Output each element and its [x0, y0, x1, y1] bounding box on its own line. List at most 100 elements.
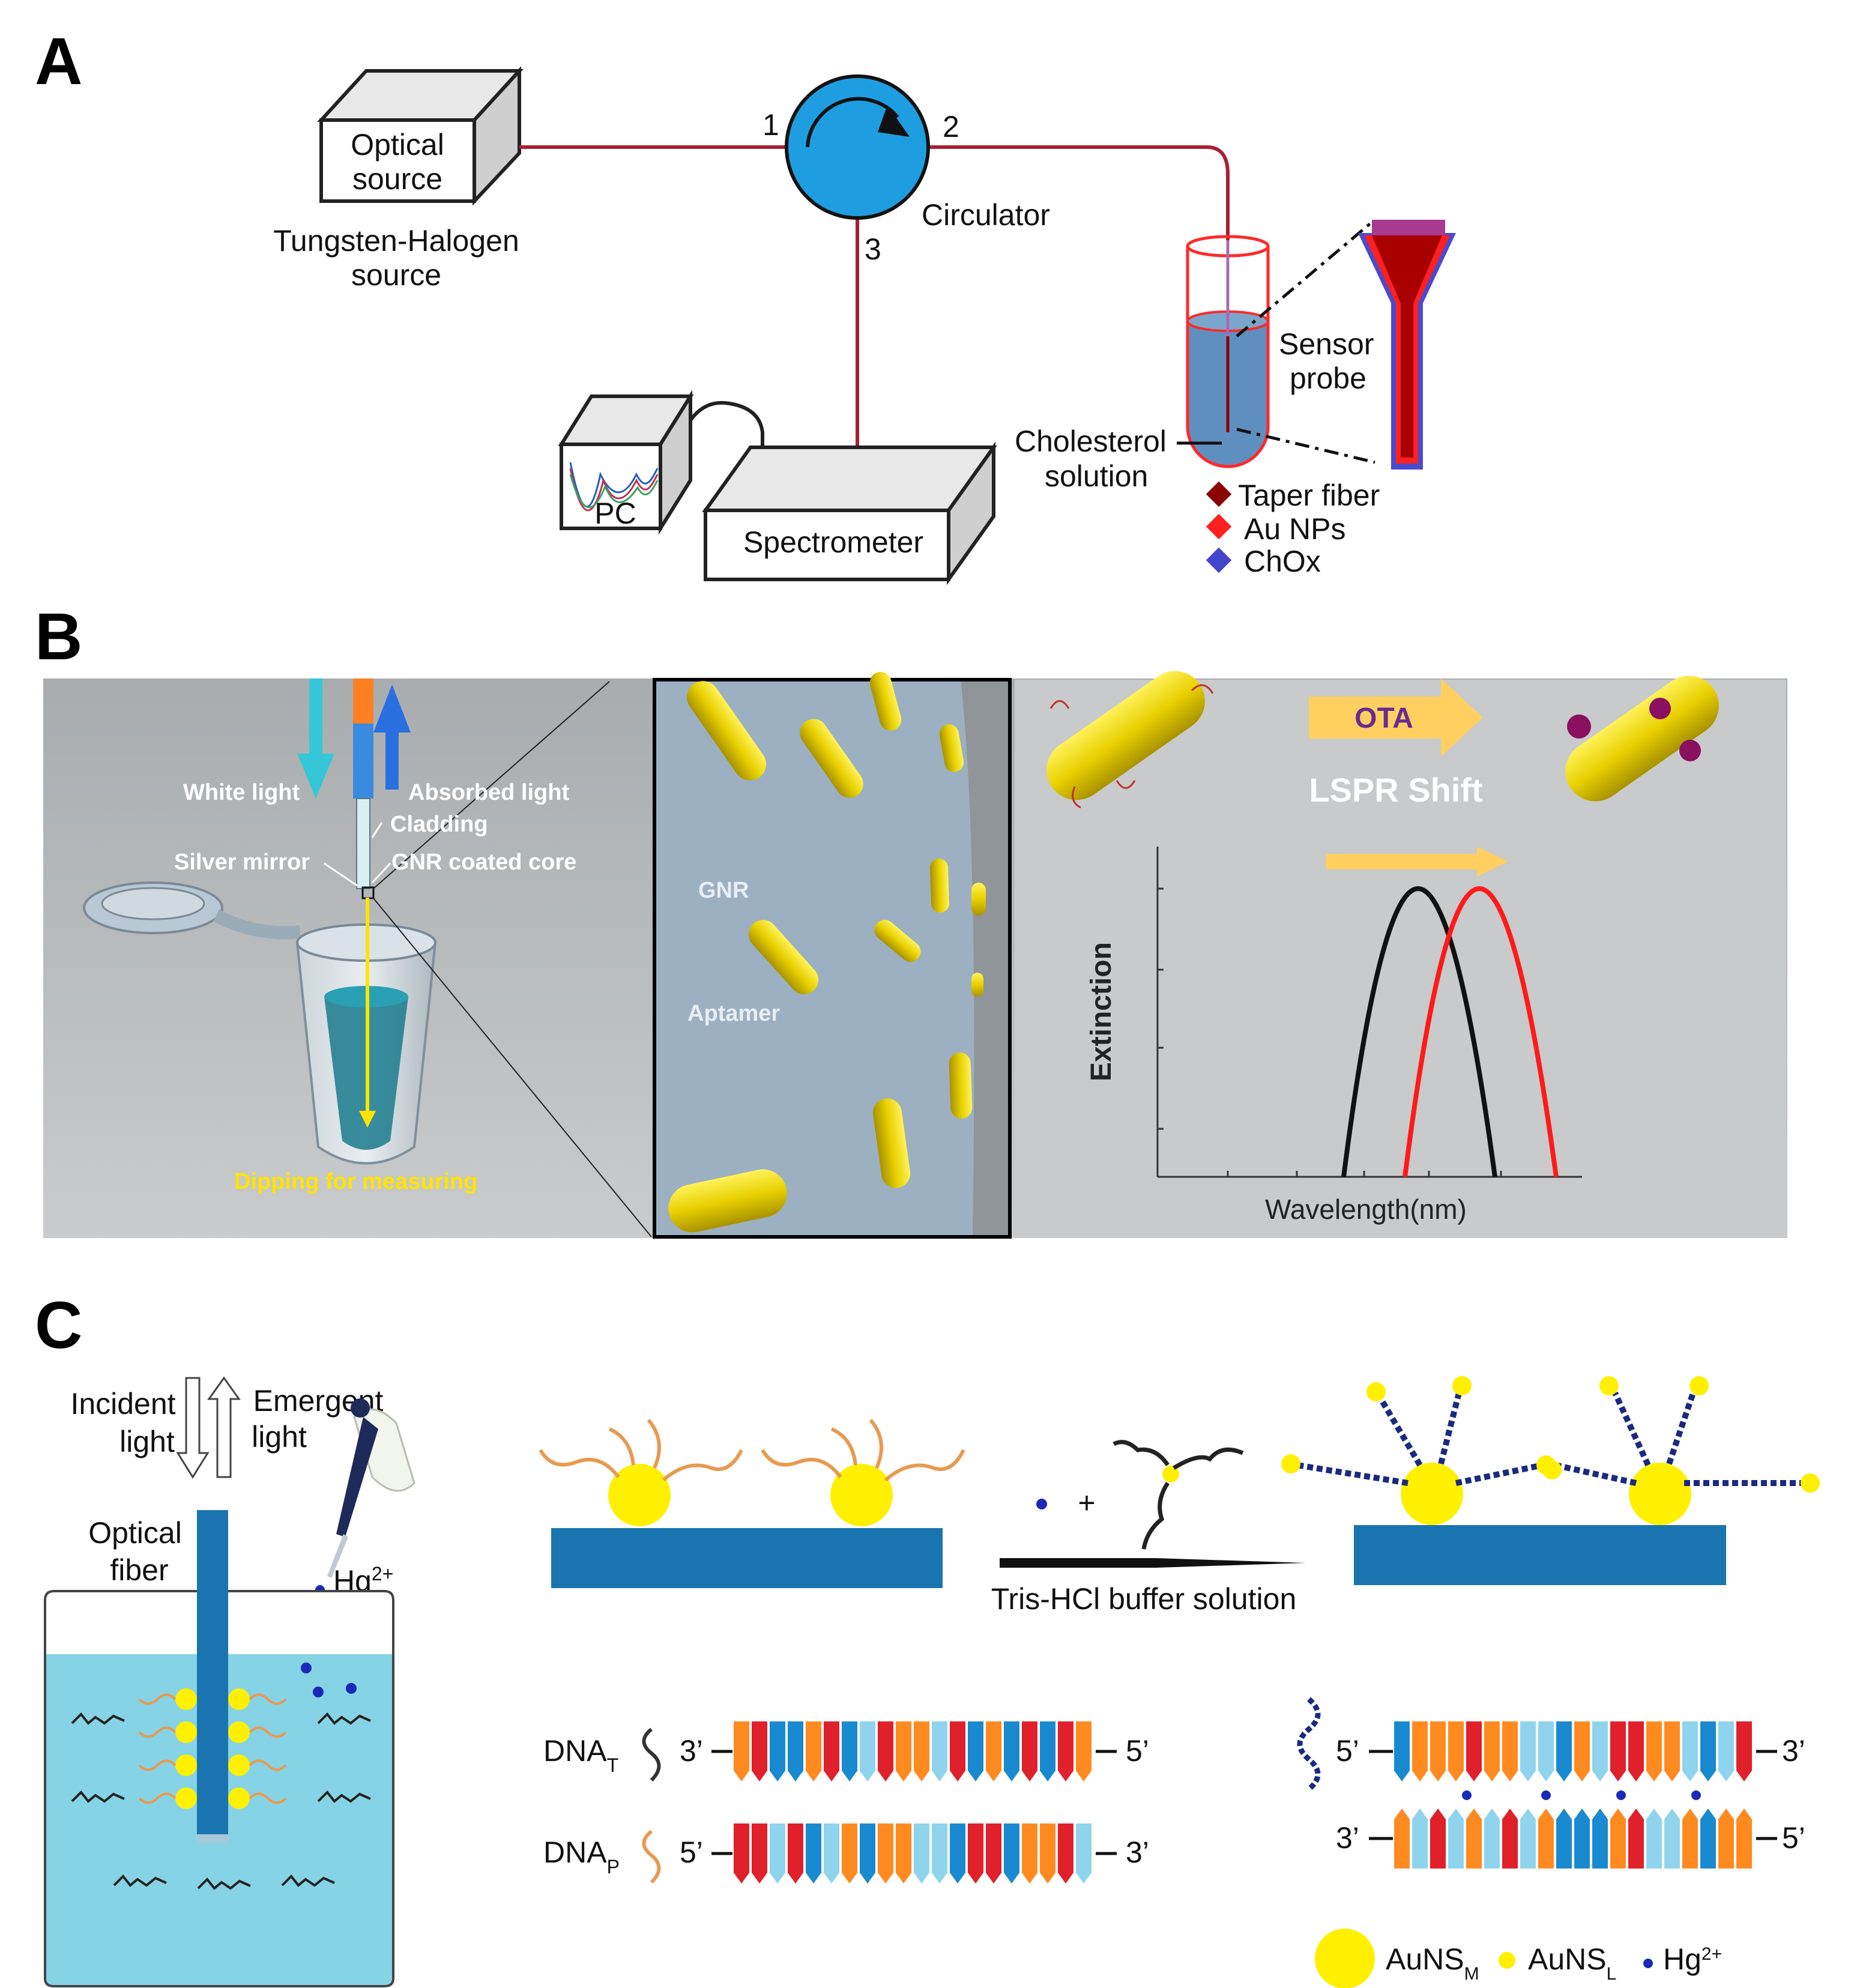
dna-base	[1484, 1808, 1500, 1869]
spectrometer-box: Spectrometer	[702, 441, 997, 585]
emergent-arrow-icon	[207, 1376, 241, 1478]
dna-base	[968, 1721, 983, 1781]
duplex-bottom-end-left: 3’	[1336, 1821, 1359, 1855]
legend-chox-marker	[1206, 547, 1232, 573]
legend-aunps-label: Au NPs	[1244, 512, 1346, 546]
legend-aunps-marker	[1206, 513, 1232, 540]
dna-p-row: DNAP 5’ 3’	[543, 1823, 1149, 1884]
legend-c: AuNSM AuNSL Hg2+	[1315, 1929, 1722, 1988]
hg-ions	[301, 1663, 357, 1697]
circulator-label: Circulator	[922, 198, 1050, 232]
sensor-probe-magnified	[1358, 220, 1456, 470]
dnat-end-right: 5’	[1126, 1734, 1149, 1768]
fiber-probes	[138, 1688, 287, 1809]
pipette-icon	[327, 1398, 415, 1578]
dna-base	[1022, 1823, 1037, 1884]
zoom-line-bottom	[1236, 428, 1375, 464]
dna-base	[860, 1823, 875, 1884]
dna-base	[1574, 1808, 1590, 1869]
sensor-label-1: Sensor	[1279, 327, 1374, 361]
dna-base	[950, 1823, 965, 1884]
dna-base	[1574, 1721, 1590, 1781]
extinction-curve-after	[1403, 886, 1559, 1177]
gnr-after-icon	[1565, 675, 1719, 802]
optical-source-label-2: source	[352, 162, 442, 196]
extinction-curve-before	[1341, 886, 1497, 1177]
absorbed-light-arrow-icon	[373, 684, 411, 733]
incident-label-1: Incident	[70, 1387, 175, 1421]
panel-a: A Optical source Tungsten-Halogen source…	[35, 25, 1456, 585]
panel-c: C Incident light Emergent light Optical …	[35, 1289, 1820, 1988]
dnat-wave-icon	[642, 1727, 661, 1782]
dna-strands-in-solution	[71, 1712, 371, 1890]
dna-base	[878, 1823, 893, 1884]
dnat-strip	[734, 1721, 1092, 1781]
circulator	[785, 74, 930, 220]
dna-base	[932, 1823, 947, 1884]
panel-b: B W	[35, 600, 1787, 1239]
cholesterol-label-1: Cholesterol	[1015, 424, 1167, 458]
spectrometer-label: Spectrometer	[743, 525, 923, 559]
gnr-core-label: GNR coated core	[391, 850, 576, 875]
legend-taper-label: Taper fiber	[1238, 479, 1380, 512]
dnat-label: DNAT	[543, 1734, 618, 1776]
gnr-before-icon	[1046, 671, 1205, 800]
dna-base	[1076, 1823, 1092, 1884]
dna-base	[1592, 1721, 1608, 1781]
dna-base	[1700, 1721, 1716, 1781]
sample-tube	[1186, 235, 1270, 468]
dna-base	[1430, 1721, 1446, 1781]
optical-source-box: Optical source	[317, 66, 524, 206]
dna-base	[1484, 1721, 1500, 1781]
dna-base	[842, 1823, 857, 1884]
dna-base	[806, 1721, 821, 1781]
dna-base	[1700, 1808, 1716, 1869]
dna-base	[1430, 1808, 1446, 1869]
port-3-label: 3	[865, 232, 881, 266]
pc-label: PC	[594, 497, 636, 530]
dna-base	[1520, 1808, 1536, 1869]
dna-base	[932, 1721, 947, 1781]
duplex-hg-ions	[1462, 1790, 1701, 1800]
dna-base	[860, 1721, 875, 1781]
reaction-arrow	[1000, 1558, 1306, 1568]
panel-label-c: C	[35, 1289, 82, 1362]
dna-base	[896, 1721, 911, 1781]
dna-base	[1448, 1808, 1464, 1869]
dna-base	[1466, 1721, 1482, 1781]
dnap-end-right: 3’	[1126, 1835, 1149, 1869]
dipping-label: Dipping for measuring	[234, 1169, 477, 1194]
dna-base	[1718, 1721, 1734, 1781]
dna-base	[1646, 1808, 1662, 1869]
dna-base	[1556, 1721, 1572, 1781]
tungsten-label-2: source	[351, 258, 441, 292]
legend-taper-marker	[1206, 481, 1232, 507]
lspr-shift-panel: OTA LSPR Shift Extinction Wavelength(nm)	[1015, 671, 1786, 1237]
absorbed-light-label: Absorbed light	[408, 780, 569, 805]
dnap-strip	[734, 1823, 1092, 1884]
legend-ausnl-marker	[1499, 1952, 1515, 1969]
panel-label-a: A	[35, 25, 82, 98]
sensor-after	[1281, 1376, 1820, 1585]
dna-base	[1502, 1808, 1518, 1869]
dna-base	[914, 1721, 929, 1781]
gold-nanorods	[668, 672, 986, 1233]
dna-base	[734, 1823, 749, 1884]
dna-base	[1610, 1721, 1626, 1781]
duplex-row: 5’ 3’ 3’ 5’	[1297, 1697, 1805, 1869]
dna-base	[1718, 1808, 1734, 1869]
dna-base	[1412, 1721, 1428, 1781]
optical-source-label-1: Optical	[351, 128, 444, 162]
dna-base	[1502, 1721, 1518, 1781]
dna-base	[770, 1823, 785, 1884]
ota-arrow-icon	[1309, 678, 1483, 757]
dna-base	[1004, 1721, 1019, 1781]
cladding-label: Cladding	[390, 812, 488, 837]
dna-base	[752, 1823, 767, 1884]
dna-base	[1448, 1721, 1464, 1781]
dna-base	[1466, 1808, 1482, 1869]
pc-cable	[689, 400, 764, 450]
sensor-before	[539, 1419, 965, 1588]
tungsten-label-1: Tungsten-Halogen	[273, 224, 519, 258]
